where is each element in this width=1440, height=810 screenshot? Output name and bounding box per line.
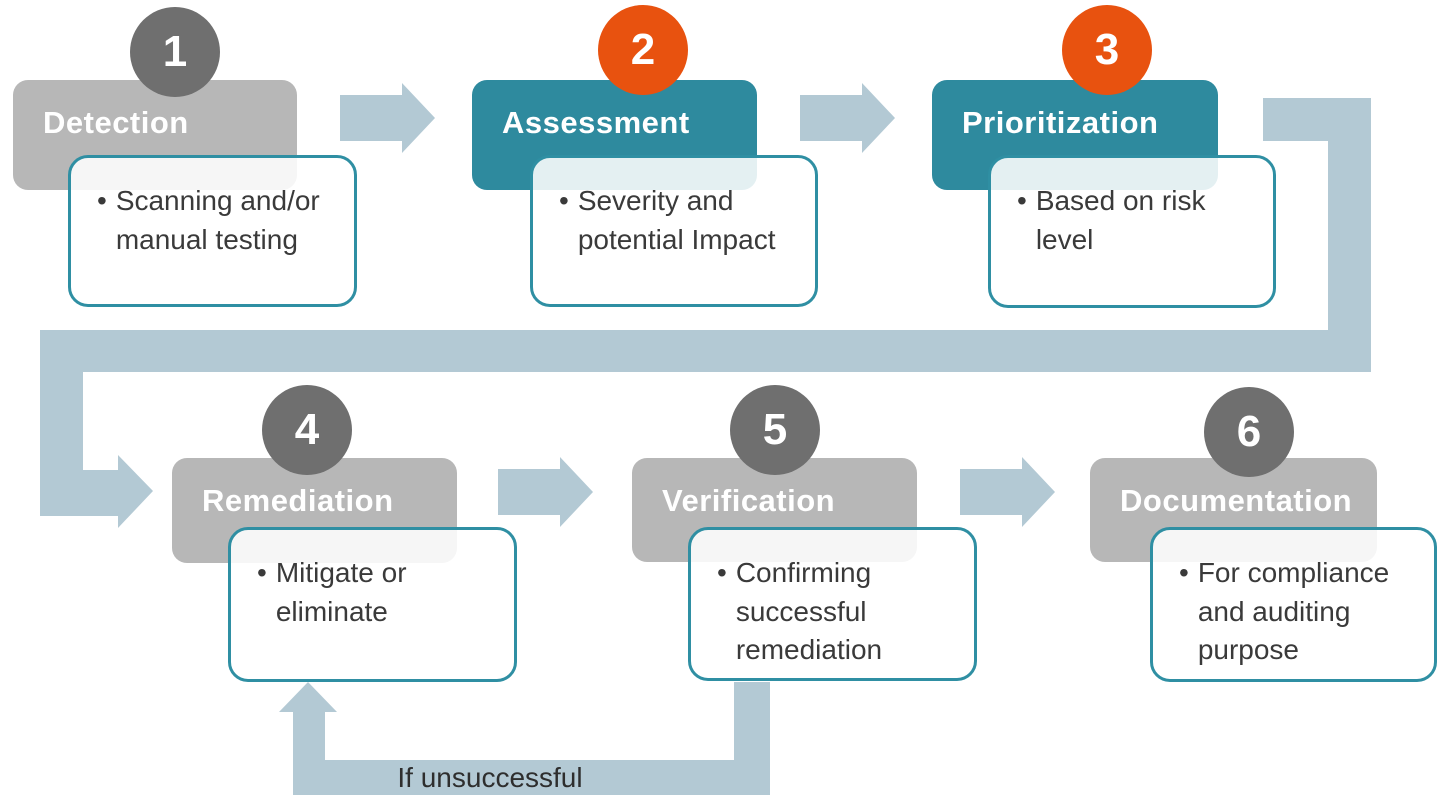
step-4-label: Remediation [202,483,394,518]
step-6-label: Documentation [1120,483,1353,518]
step-3-number-badge: 3 [1062,5,1152,95]
step-1-detail-text: Scanning and/or manual testing [115,185,320,255]
flow-arrow-1-2-icon [340,83,435,153]
step-3-detail-text: Based on risk level [1035,185,1206,255]
step-5-detail-text: Confirming successful remediation [735,557,883,666]
step-5-number-badge: 5 [730,385,820,475]
step-2-label: Assessment [502,105,690,140]
wraparound-arrow-right-segment [1328,98,1371,372]
feedback-arrow-up-segment [293,710,325,795]
feedback-label: If unsuccessful [397,762,583,793]
step-4-detail-text: Mitigate or eliminate [275,557,407,627]
step-5-label: Verification [662,483,836,518]
step-6-number-badge: 6 [1204,387,1294,477]
step-2-detail-text: Severity and potential Impact [577,185,776,255]
feedback-arrow-bottom-segment [293,760,770,795]
step-2-number-badge: 2 [598,5,688,95]
step-3-label: Prioritization [962,105,1159,140]
bullet-icon: • [717,557,727,588]
step-1-label: Detection [43,105,189,140]
step-1-detail-box: • Scanning and/or manual testing [68,155,357,307]
bullet-icon: • [257,557,267,588]
step-3-detail-box: • Based on risk level [988,155,1276,308]
flow-arrow-5-6-icon [960,457,1055,527]
step-4-detail-box: • Mitigate or eliminate [228,527,517,682]
step-6-detail-box: • For compliance and auditing purpose [1150,527,1437,682]
step-4-number-badge: 4 [262,385,352,475]
bullet-icon: • [559,185,569,216]
step-5-detail-box: • Confirming successful remediation [688,527,977,681]
wraparound-arrow-middle-segment [40,330,1371,372]
bullet-icon: • [1179,557,1189,588]
flow-arrow-4-5-icon [498,457,593,527]
step-2-header: Assessment [472,80,757,190]
bullet-icon: • [97,185,107,216]
bullet-icon: • [1017,185,1027,216]
step-2-detail-box: • Severity and potential Impact [530,155,818,307]
flow-arrow-2-3-icon [800,83,895,153]
step-6-detail-text: For compliance and auditing purpose [1197,557,1390,666]
feedback-arrowhead-icon [279,682,337,712]
wraparound-arrow-left-segment [40,330,83,516]
step-1-number-badge: 1 [130,7,220,97]
wraparound-arrowhead-icon [83,455,153,528]
